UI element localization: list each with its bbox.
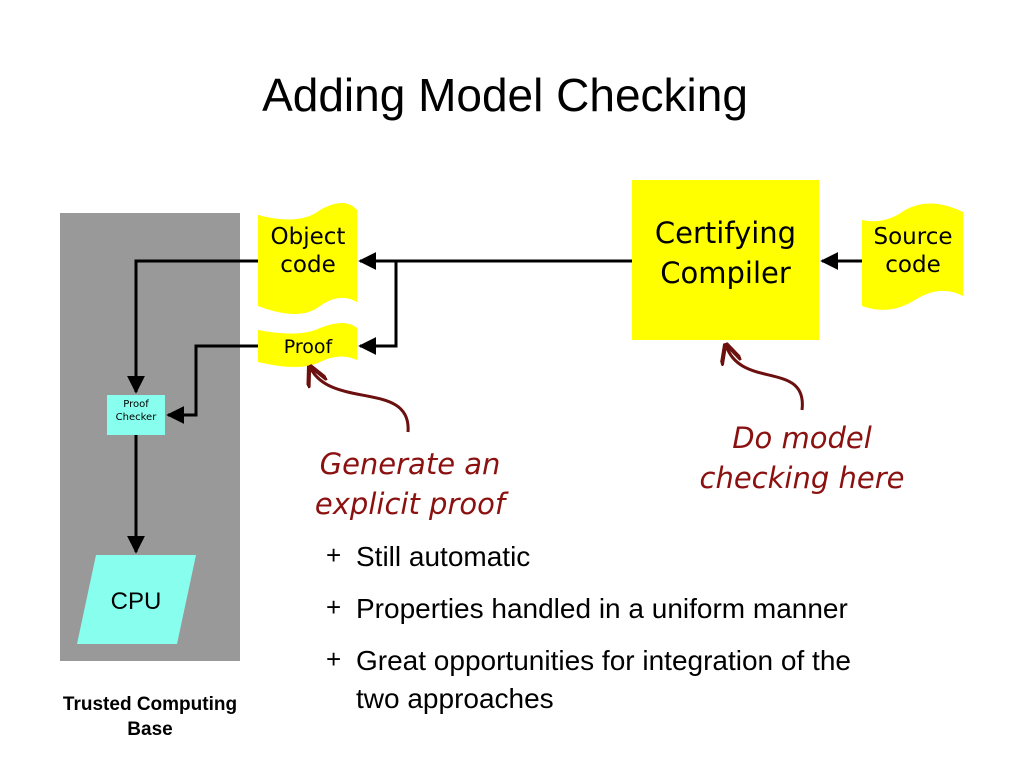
trusted-computing-base-label: Trusted Computing Base xyxy=(30,692,270,742)
plus-icon: + xyxy=(326,644,342,674)
model-note-line1: Do model xyxy=(732,421,872,455)
proof-checker-label: Proof Checker xyxy=(107,398,165,424)
proof-checker-line1: Proof xyxy=(123,399,149,410)
proof-note: Generate an explicit proof xyxy=(280,444,540,524)
proof-note-line1: Generate an xyxy=(319,447,501,481)
proof-checker-box xyxy=(107,395,165,435)
compiler-line2: Compiler xyxy=(660,256,791,290)
bullet-text-line2: two approaches xyxy=(356,683,554,714)
bullet-text: Properties handled in a uniform manner xyxy=(356,593,848,624)
certifying-compiler-label: Certifying Compiler xyxy=(632,213,819,293)
object-to-checker-arrow xyxy=(127,259,258,394)
bullet-item: + Properties handled in a uniform manner xyxy=(326,590,848,628)
source-code-line2: code xyxy=(885,251,941,278)
proof-label: Proof xyxy=(283,336,333,358)
object-code-label: Object code xyxy=(258,224,358,279)
cpu-box xyxy=(77,555,196,644)
source-code-line1: Source xyxy=(873,224,953,250)
model-checking-note: Do model checking here xyxy=(662,418,942,498)
slide-title: Adding Model Checking xyxy=(262,69,748,121)
object-code-box xyxy=(258,203,357,314)
source-code-label: Source code xyxy=(862,224,964,279)
bullet-text-line1: Great opportunities for integration of t… xyxy=(356,645,851,676)
bullet-item: + Great opportunities for integration of… xyxy=(326,642,851,718)
object-code-line2: code xyxy=(280,251,336,278)
bullet-text: Great opportunities for integration of t… xyxy=(356,642,851,718)
plus-icon: + xyxy=(326,540,342,570)
proof-box xyxy=(258,323,357,367)
model-note-pointer xyxy=(726,345,804,411)
proof-note-pointer xyxy=(310,367,410,433)
proof-to-checker-arrow xyxy=(166,344,258,424)
compiler-line1: Certifying xyxy=(654,216,797,250)
certifying-compiler-box xyxy=(632,180,819,340)
cpu-label: CPU xyxy=(110,588,162,615)
tcb-line2: Base xyxy=(127,719,173,740)
source-code-box xyxy=(862,203,963,310)
tcb-line1: Trusted Computing xyxy=(62,694,238,715)
object-code-line1: Object xyxy=(270,224,346,250)
bullet-item: + Still automatic xyxy=(326,538,530,576)
proof-checker-line2: Checker xyxy=(115,412,157,423)
bullet-text: Still automatic xyxy=(356,541,531,572)
model-note-line2: checking here xyxy=(699,461,905,495)
proof-note-line2: explicit proof xyxy=(314,487,506,521)
plus-icon: + xyxy=(326,592,342,622)
compiler-to-proof-arrow xyxy=(358,261,398,355)
